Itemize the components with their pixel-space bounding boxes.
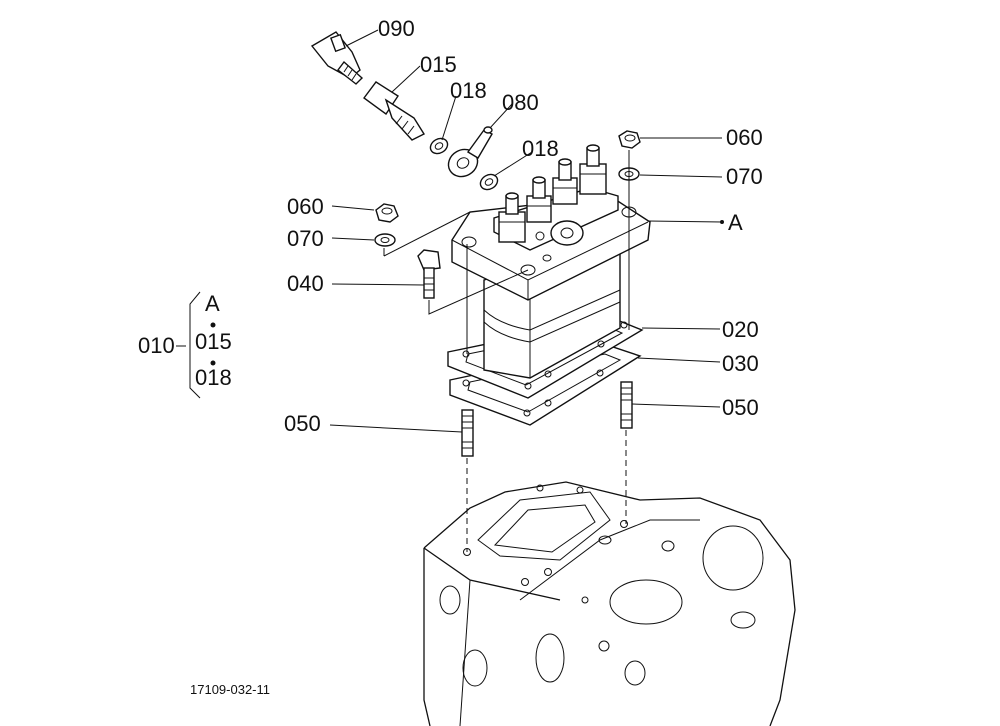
assembly-callout: 010 A 015 018 bbox=[138, 291, 232, 399]
assembly-number: 010 bbox=[138, 333, 175, 358]
delivery-valve-3 bbox=[552, 158, 578, 205]
assembly-lines bbox=[383, 150, 630, 354]
part-label-060-right: 060 bbox=[726, 125, 763, 150]
delivery-valve-1 bbox=[498, 192, 526, 243]
washer-070-left bbox=[374, 233, 396, 247]
part-label-018-lower: 018 bbox=[522, 136, 559, 161]
part-label-070-left: 070 bbox=[287, 226, 324, 251]
part-label-020: 020 bbox=[722, 317, 759, 342]
stud-bolt-right bbox=[620, 381, 633, 524]
engine-block bbox=[423, 481, 796, 726]
part-label-080: 080 bbox=[502, 90, 539, 115]
part-label-050-right: 050 bbox=[722, 395, 759, 420]
hollow-bolt-015 bbox=[363, 81, 426, 141]
part-label-015: 015 bbox=[420, 52, 457, 77]
nut-060-right bbox=[618, 130, 641, 149]
part-label-030: 030 bbox=[722, 351, 759, 376]
leader-lines bbox=[329, 29, 724, 433]
part-label-050-left: 050 bbox=[284, 411, 321, 436]
part-label-070-right: 070 bbox=[726, 164, 763, 189]
part-label-060-left: 060 bbox=[287, 194, 324, 219]
banjo-080 bbox=[447, 126, 493, 178]
drawing-code: 17109-032-11 bbox=[190, 682, 270, 697]
washer-018-lower bbox=[479, 173, 499, 191]
assembly-item-018: 018 bbox=[195, 365, 232, 390]
nut-060-left bbox=[375, 203, 399, 223]
assembly-item-015: 015 bbox=[195, 329, 232, 354]
delivery-valve-2 bbox=[526, 176, 552, 223]
delivery-valve-4 bbox=[579, 144, 607, 195]
assembly-item-a: A bbox=[205, 291, 220, 316]
washer-018-upper bbox=[429, 137, 449, 155]
part-label-040: 040 bbox=[287, 271, 324, 296]
part-label-018-upper: 018 bbox=[450, 78, 487, 103]
banjo-fitting-090 bbox=[310, 31, 364, 85]
part-label-A: A bbox=[728, 210, 743, 235]
part-label-090: 090 bbox=[378, 16, 415, 41]
bolt-040 bbox=[417, 249, 441, 299]
stud-bolt-left bbox=[461, 409, 474, 552]
